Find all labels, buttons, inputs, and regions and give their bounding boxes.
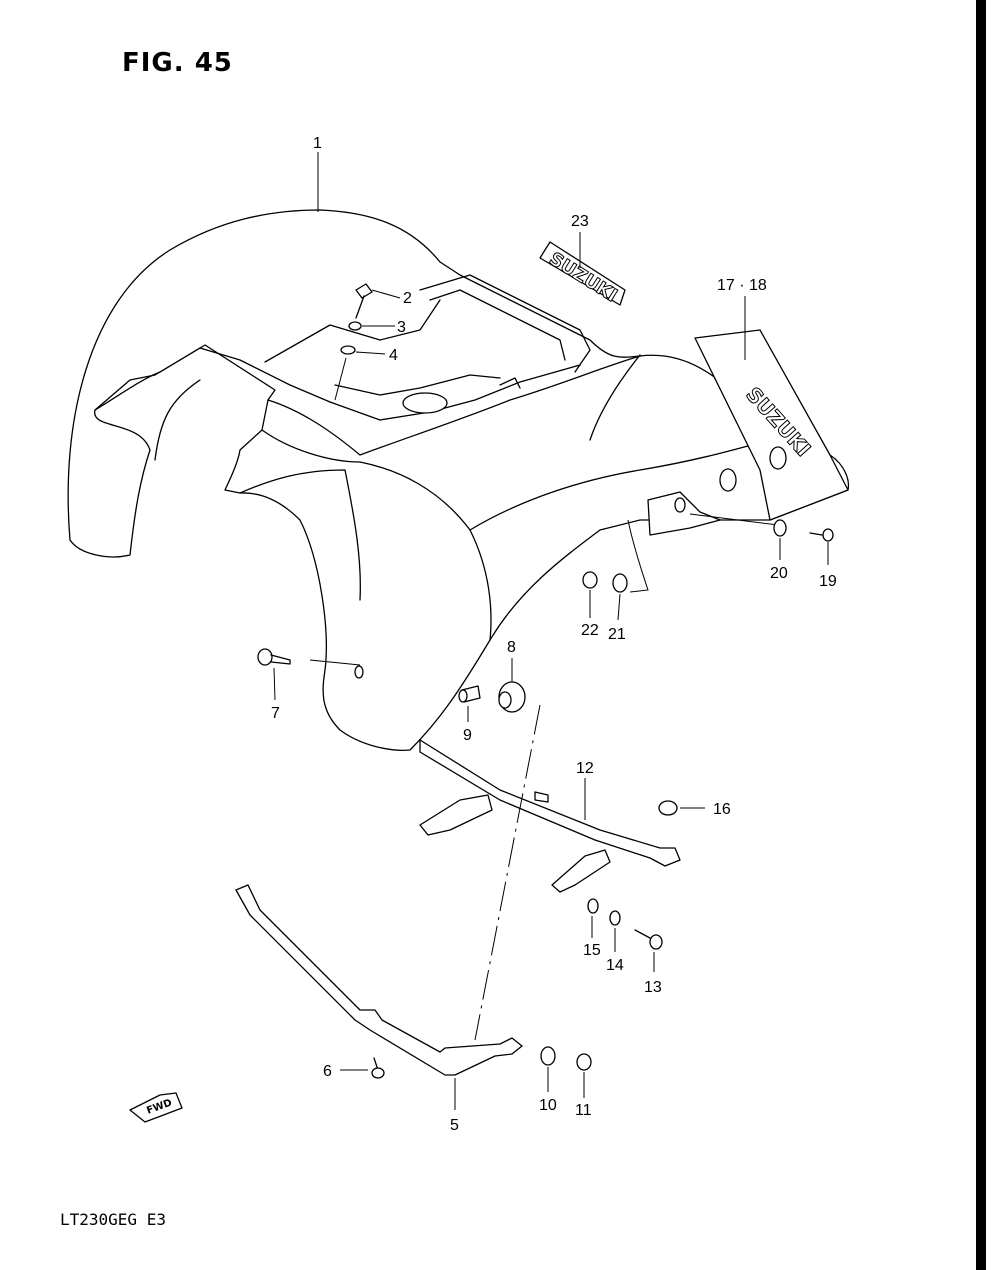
collar-part-9 bbox=[458, 685, 481, 722]
grommet-part-8 bbox=[498, 658, 526, 713]
callout-6: 6 bbox=[323, 1063, 332, 1080]
callout-2: 2 bbox=[403, 290, 412, 307]
washer-part-21 bbox=[612, 573, 628, 621]
screw-part-19 bbox=[809, 528, 834, 565]
cap-part-16 bbox=[658, 800, 705, 816]
callout-12: 12 bbox=[576, 760, 594, 777]
nut-part-11 bbox=[576, 1053, 592, 1098]
rear-fender-part-1: SUZUKI bbox=[67, 209, 850, 751]
stay-part-5 bbox=[235, 884, 523, 1110]
bracket-part-12 bbox=[419, 739, 681, 893]
washer-part-15 bbox=[587, 898, 599, 938]
callout-9: 9 bbox=[463, 727, 472, 744]
washer-part-10 bbox=[540, 1046, 556, 1092]
bolt-part-6 bbox=[340, 1057, 385, 1079]
callout-13: 13 bbox=[644, 979, 662, 996]
page-edge-border bbox=[976, 0, 986, 1270]
bolt-part-2 bbox=[355, 283, 401, 319]
nut-part-4 bbox=[334, 345, 386, 401]
callout-15: 15 bbox=[583, 942, 601, 959]
figure-title: FIG. 45 bbox=[122, 48, 233, 78]
callout-19: 19 bbox=[819, 573, 837, 590]
callout-17-18: 17 · 18 bbox=[717, 277, 767, 294]
callout-10: 10 bbox=[539, 1097, 557, 1114]
assembly-axis-line bbox=[474, 704, 541, 1041]
washer-part-3 bbox=[348, 321, 395, 331]
callout-3: 3 bbox=[397, 319, 406, 336]
callout-20: 20 bbox=[770, 565, 788, 582]
bolt-part-7 bbox=[257, 648, 291, 701]
callout-7: 7 bbox=[271, 705, 280, 722]
callout-5: 5 bbox=[450, 1117, 459, 1134]
emblem-text: SUZUKI bbox=[545, 248, 621, 306]
bolt-part-13 bbox=[634, 929, 663, 972]
callout-4: 4 bbox=[389, 347, 398, 364]
callout-23: 23 bbox=[571, 213, 589, 230]
callout-11: 11 bbox=[575, 1102, 592, 1119]
callout-16: 16 bbox=[713, 801, 731, 818]
emblem-part-23: SUZUKI bbox=[539, 241, 626, 307]
callout-14: 14 bbox=[606, 957, 624, 974]
forward-direction-badge: FWD bbox=[129, 1092, 183, 1123]
callout-8: 8 bbox=[507, 639, 516, 656]
washer-part-20 bbox=[773, 519, 787, 560]
callout-21: 21 bbox=[608, 626, 626, 643]
model-code: LT230GEG E3 bbox=[60, 1210, 166, 1229]
callout-1: 1 bbox=[313, 135, 322, 152]
callout-22: 22 bbox=[581, 622, 599, 639]
washer-part-14 bbox=[609, 910, 621, 952]
nut-part-22 bbox=[582, 571, 598, 618]
